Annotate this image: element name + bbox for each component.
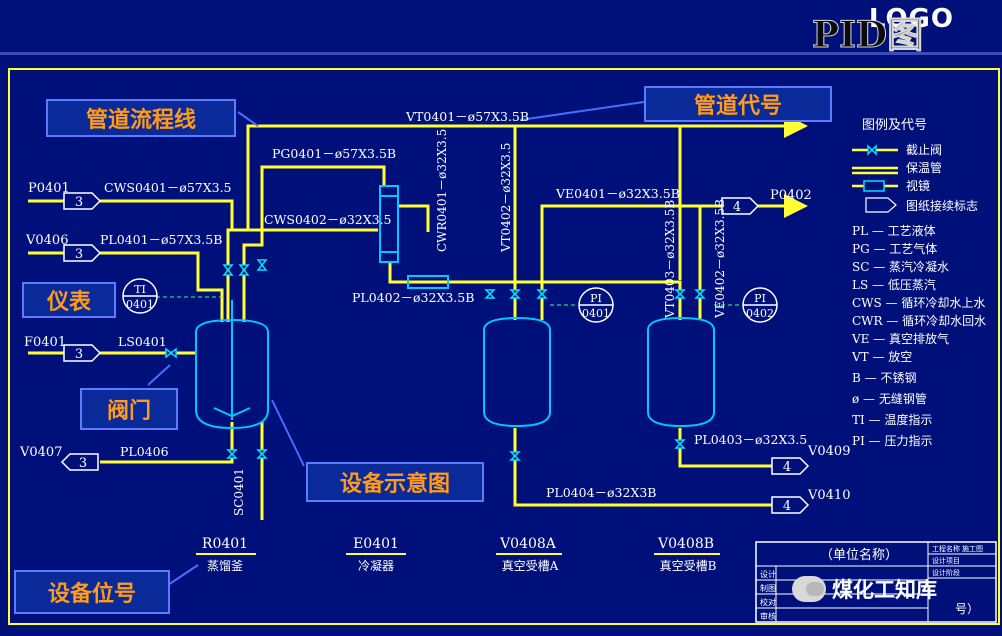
- tb-right-1: 工程名称: [932, 544, 960, 553]
- label-pl0406: PL0406: [120, 444, 169, 459]
- v0410-label: V0410: [807, 488, 850, 503]
- legend-code-4: LS — 低压蒸汽: [852, 277, 936, 292]
- legend-code-3: SC — 蒸汽冷凝水: [852, 259, 949, 274]
- equip-tag-4: V0408B: [657, 536, 714, 552]
- label-vt0402: VT0402－ø32X3.5: [499, 143, 513, 253]
- tb-right-3: 设计阶段: [932, 568, 960, 577]
- pi0401-type: PI: [590, 292, 602, 305]
- equip-name-3: 真空受槽A: [502, 559, 559, 573]
- legend-symbol-1: 截止阀: [906, 143, 942, 157]
- ti0401-type: TI: [134, 283, 146, 296]
- legend-code-11: TI — 温度指示: [852, 412, 932, 427]
- callout-leaders: [147, 101, 645, 586]
- tb-unit-name: （单位名称）: [820, 547, 898, 563]
- label-ve0401: VE0401－ø32X3.5B: [555, 186, 680, 201]
- label-pl0401: PL0401－ø57X3.5B: [100, 232, 222, 247]
- equip-name-4: 真空受槽B: [660, 559, 717, 573]
- label-pl0403: PL0403－ø32X3.5: [694, 432, 807, 447]
- callout-pipeline-flow: 管道流程线: [46, 99, 236, 137]
- tb-right-2: 设计项目: [932, 556, 960, 565]
- legend-code-9: B — 不锈钢: [852, 371, 916, 385]
- legend-symbol-3: 视镜: [906, 178, 930, 193]
- callout-instrument: 仪表: [22, 282, 116, 318]
- callout-valve: 阀门: [80, 388, 178, 430]
- f0401-label: F0401: [24, 335, 66, 350]
- p0402-num: 4: [733, 200, 741, 215]
- watermark-text: 煤化工知库: [832, 578, 937, 602]
- legend-title: 图例及代号: [862, 118, 927, 133]
- tb-left-1: 设计: [760, 569, 776, 579]
- v0410-num: 4: [783, 499, 791, 514]
- tb-bottom: 号）: [955, 602, 979, 616]
- equip-tag-2: E0401: [353, 536, 399, 552]
- header-separator: [0, 52, 1002, 55]
- pipe-lines: [28, 114, 808, 520]
- tb-right-4: 施工图: [962, 544, 983, 553]
- legend-code-1: PL — 工艺液体: [852, 223, 936, 238]
- label-pl0404: PL0404－ø32X3B: [546, 485, 657, 500]
- title-block: [755, 541, 997, 623]
- v0407-label: V0407: [19, 445, 62, 460]
- v0409-label: V0409: [807, 444, 850, 459]
- ti0401-tag: 0401: [126, 298, 154, 311]
- tb-left-2: 制图: [760, 583, 776, 593]
- legend-code-2: PG — 工艺气体: [852, 241, 937, 256]
- equip-name-2: 冷凝器: [358, 558, 394, 573]
- label-sc0401: SC0401: [232, 468, 246, 516]
- p0402-label: P0402: [770, 188, 812, 203]
- drawing-frame: [8, 68, 1000, 625]
- label-cws0402: CWS0402－ø32X3.5: [264, 212, 392, 227]
- equip-name-1: 蒸馏釜: [207, 558, 243, 573]
- instrument-circles: [122, 278, 778, 323]
- v0407-num: 3: [79, 456, 87, 471]
- connector-flags: [60, 192, 810, 514]
- callout-equipment-tag: 设备位号: [14, 570, 170, 614]
- watermark: 煤化工知库: [792, 574, 937, 604]
- equipment-shapes: [195, 185, 715, 430]
- instrument-links: [156, 296, 742, 306]
- legend-code-5: CWS — 循环冷却水上水: [852, 296, 985, 310]
- callout-equipment-sketch: 设备示意图: [306, 462, 484, 502]
- v0409-num: 4: [783, 460, 791, 475]
- legend-code-12: PI — 压力指示: [852, 433, 932, 448]
- label-pl0402: PL0402－ø32X3.5B: [352, 290, 474, 305]
- label-ls0401: LS0401: [118, 334, 167, 349]
- legend-code-8: VT — 放空: [851, 349, 912, 364]
- legend-code-7: VE — 真空排放气: [851, 331, 949, 346]
- legend-symbol-4: 图纸接续标志: [906, 198, 978, 213]
- p0401-label: P0401: [28, 181, 70, 196]
- f0401-num: 3: [75, 347, 83, 362]
- v0406-label: V0406: [25, 233, 68, 248]
- label-vt0401: VT0401－ø57X3.5B: [405, 109, 529, 124]
- pi0402-tag: 0402: [746, 307, 774, 320]
- pi0401-tag: 0401: [582, 307, 610, 320]
- label-vt0403: VT0403－ø32X3.5B: [663, 200, 677, 319]
- v0406-num: 3: [75, 247, 83, 262]
- callout-pipeline-code: 管道代号: [644, 86, 832, 122]
- label-ve0402: VE0402－ø32X3.5B: [713, 199, 727, 319]
- valve-markers: [165, 259, 706, 461]
- legend-code-6: CWR — 循环冷却水回水: [852, 314, 986, 328]
- tb-left-4: 审核: [760, 611, 776, 621]
- page-title: PID图: [811, 14, 924, 57]
- pi0402-type: PI: [754, 292, 766, 305]
- label-pg0401: PG0401－ø57X3.5B: [272, 146, 396, 161]
- label-cws0401: CWS0401－ø57X3.5: [104, 180, 232, 195]
- equip-tag-3: V0408A: [499, 536, 557, 552]
- top-bar: [0, 0, 1002, 56]
- label-cwr0401: CWR0401－ø32X3.5: [435, 129, 449, 252]
- logo: LOGO: [868, 4, 954, 34]
- p0401-num: 3: [75, 195, 83, 210]
- tb-left-3: 校对: [760, 597, 776, 607]
- equip-tag-1: R0401: [202, 536, 248, 552]
- wechat-icon: [792, 576, 826, 602]
- legend-code-10: ø — 无缝钢管: [852, 391, 927, 406]
- legend-symbol-2: 保温管: [906, 160, 942, 175]
